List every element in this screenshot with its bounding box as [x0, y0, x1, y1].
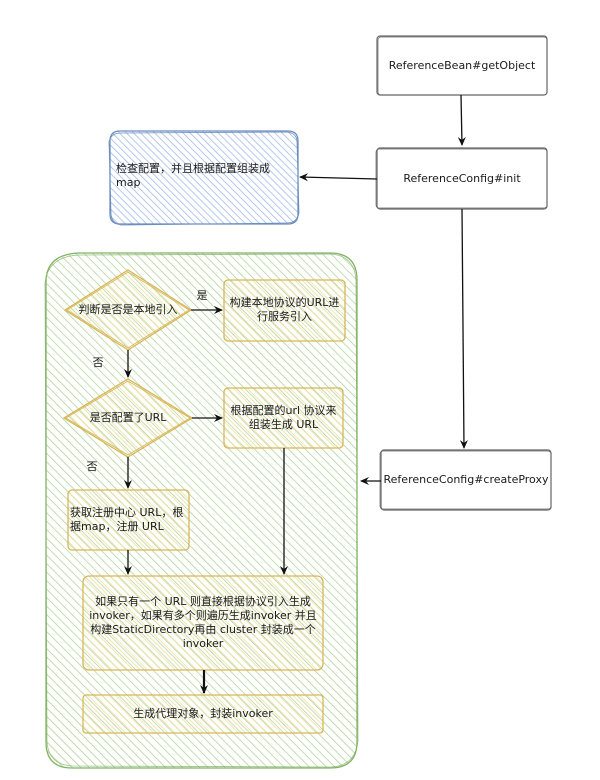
create-proxy-box: [379, 449, 552, 511]
invoker-label: 如果只有一个 URL 则直接根据协议引入生成invoker，如果有多个则遍历生成…: [89, 595, 317, 650]
get-object-box: [376, 35, 548, 96]
create-proxy-label: ReferenceConfig#createProxy: [383, 473, 549, 486]
is-local-label: 判断是否是本地引入: [78, 303, 178, 316]
edge-label-no-url: 否: [86, 460, 98, 473]
arrow-init-check: [299, 173, 378, 182]
build-local-url-box: [223, 279, 346, 342]
edge-label-yes: 是: [196, 289, 208, 302]
proxy-box: [82, 694, 324, 734]
init-label: ReferenceConfig#init: [403, 171, 521, 185]
edge-label-no-local: 否: [92, 356, 104, 369]
is-local-diamond: [63, 269, 193, 351]
check-config-box: [108, 130, 300, 226]
registry-url-label: 获取注册中心 URL，根据map，注册 URL: [70, 506, 184, 533]
arrow-init-createproxy: [459, 208, 468, 449]
proxy-label: 生成代理对象，封装invoker: [133, 707, 273, 720]
arrow-getobject-init: [457, 94, 466, 146]
has-url-label: 是否配置了URL: [89, 411, 167, 424]
assemble-url-label: 根据配置的url 协议来组装生成 URL: [230, 404, 337, 431]
get-object-label: ReferenceBean#getObject: [388, 58, 536, 72]
connectors: [124, 94, 468, 694]
build-local-url-label: 构建本地协议的URL进行服务引入: [229, 296, 340, 323]
check-config-label: 检查配置，并且根据配置组装成map: [116, 162, 270, 189]
